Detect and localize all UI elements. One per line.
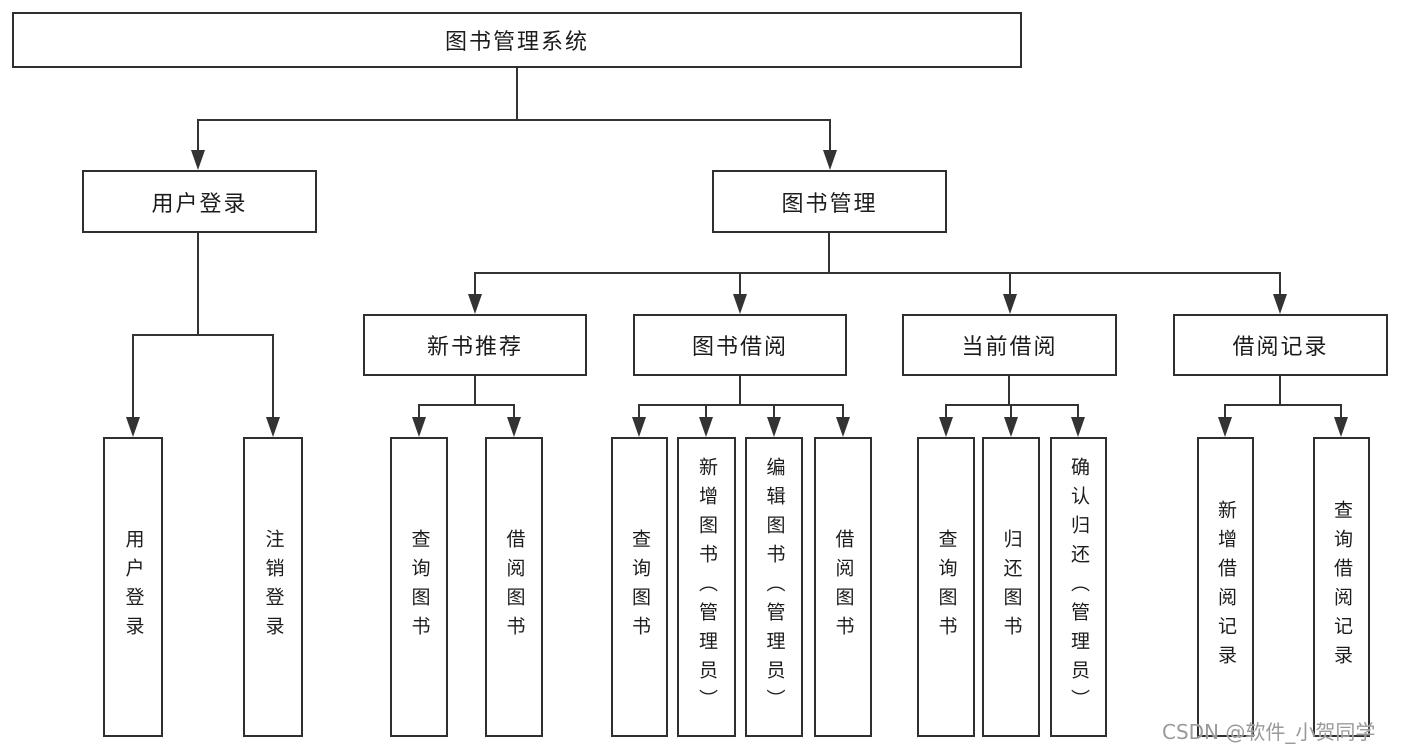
node-new-book-recommend: 新书推荐 [363,314,587,376]
connector-borrowing-vline [739,376,741,406]
leaf-query-books-recommend: 查询图书 [390,437,448,737]
arrow-down-icon [1071,417,1085,437]
node-label: 编辑图书（管理员） [763,456,786,718]
connector-root-vline [516,68,518,121]
connector-stem [1009,272,1011,296]
connector-stem [272,334,274,418]
connector-stem [638,404,640,418]
leaf-borrow-books: 借阅图书 [814,437,872,737]
leaf-confirm-return-admin: 确认归还（管理员） [1050,437,1107,737]
node-book-borrowing: 图书借阅 [633,314,847,376]
connector-stem [739,272,741,296]
arrow-down-icon [939,417,953,437]
connector-stem [945,404,947,418]
arrow-down-icon [836,417,850,437]
arrow-down-icon [699,417,713,437]
leaf-user-login: 用户登录 [103,437,163,737]
arrow-down-icon [733,294,747,314]
node-book-management: 图书管理 [712,170,947,233]
node-label: 查询借阅记录 [1331,500,1353,674]
connector-stem [705,404,707,418]
arrow-down-icon [1273,294,1287,314]
node-user-login: 用户登录 [82,170,317,233]
arrow-down-icon [507,417,521,437]
connector-stem [1077,404,1079,418]
connector-recommend-hbar [418,404,515,406]
leaf-add-books-admin: 新增图书（管理员） [677,437,736,737]
connector-borrowing-hbar [638,404,844,406]
node-label: 用户登录 [151,191,248,217]
connector-stem [1340,404,1342,418]
arrow-down-icon [191,150,205,170]
node-label: 图书管理 [781,191,878,217]
leaf-logout: 注销登录 [243,437,303,737]
node-borrowing-records: 借阅记录 [1173,314,1388,376]
arrow-down-icon [468,294,482,314]
leaf-borrow-books-recommend: 借阅图书 [485,437,543,737]
leaf-query-books-borrowing: 查询图书 [611,437,668,737]
connector-mgmt-vline [828,233,830,274]
arrow-down-icon [1218,417,1232,437]
leaf-query-books-current: 查询图书 [917,437,975,737]
connector-stem [1279,272,1281,296]
connector-stem [1224,404,1226,418]
connector-stem [1010,404,1012,418]
connector-stem [842,404,844,418]
node-label: 图书借阅 [691,335,788,360]
connector-records-hbar [1224,404,1342,406]
csdn-watermark: CSDN @软件_小贺同学 [1162,720,1376,744]
connector-stem [197,119,199,152]
arrow-down-icon [412,417,426,437]
leaf-add-borrow-record: 新增借阅记录 [1197,437,1254,737]
connector-root-hbar [197,119,831,121]
arrow-down-icon [266,417,280,437]
node-label: 当前借阅 [961,335,1058,360]
node-label: 借阅图书 [832,529,855,645]
node-label: 新增图书（管理员） [696,456,718,718]
leaf-edit-books-admin: 编辑图书（管理员） [745,437,803,737]
connector-records-vline [1279,376,1281,406]
leaf-return-books: 归还图书 [982,437,1040,737]
arrow-down-icon [126,417,140,437]
node-label: 归还图书 [1000,529,1023,645]
arrow-down-icon [1003,294,1017,314]
connector-login-vline [197,233,199,336]
connector-login-hbar [132,334,274,336]
arrow-down-icon [767,417,781,437]
connector-stem [474,272,476,296]
connector-stem [418,404,420,418]
leaf-query-borrow-record: 查询借阅记录 [1313,437,1370,737]
node-label: 用户登录 [122,529,145,645]
node-current-borrowing: 当前借阅 [902,314,1117,376]
arrow-down-icon [1334,417,1348,437]
arrow-down-icon [632,417,646,437]
node-label: 确认归还（管理员） [1068,456,1090,718]
connector-stem [513,404,515,418]
node-label: 新书推荐 [426,335,523,360]
node-label: 借阅记录 [1232,335,1329,360]
node-label: 借阅图书 [503,529,526,645]
node-label: 查询图书 [408,529,431,645]
connector-current-vline [1008,376,1010,406]
connector-stem [773,404,775,418]
node-label: 查询图书 [629,529,651,645]
node-label: 新增借阅记录 [1215,500,1237,674]
connector-current-hbar [945,404,1079,406]
node-label: 图书管理系统 [444,30,589,55]
connector-mgmt-hbar [474,272,1281,274]
connector-stem [132,334,134,418]
connector-stem [829,119,831,152]
node-root-system: 图书管理系统 [12,12,1022,68]
arrow-down-icon [823,150,837,170]
node-label: 查询图书 [935,529,958,645]
connector-recommend-vline [474,376,476,406]
arrow-down-icon [1004,417,1018,437]
node-label: 注销登录 [262,529,285,645]
